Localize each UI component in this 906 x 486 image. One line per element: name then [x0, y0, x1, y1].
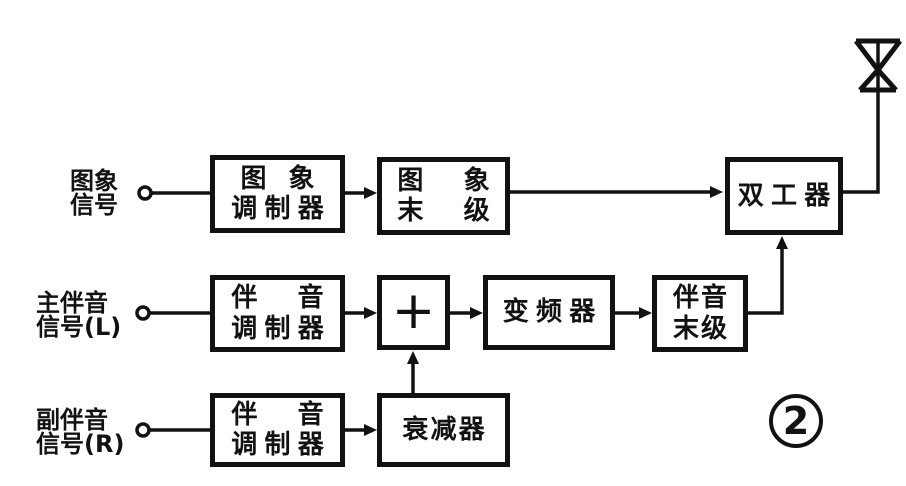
block-image-final-stage: 图象 末级 [377, 157, 510, 235]
block-label: 伴音 [231, 283, 364, 314]
label-line: 副伴音 [36, 406, 108, 434]
block-attenuator: 衰减器 [377, 393, 510, 467]
block-label: 调制器 [231, 194, 332, 224]
figure-number-badge: 2 [769, 394, 823, 448]
arrowhead-up [776, 236, 788, 249]
arrowhead-up [407, 351, 419, 364]
block-label: 调制器 [231, 430, 332, 460]
arrowhead [364, 424, 377, 436]
block-label: 变频器 [502, 297, 603, 328]
figure-number: 2 [782, 399, 810, 443]
block-audio-modulator-main: 伴音 调制器 [210, 275, 345, 352]
block-label: 调制器 [231, 313, 332, 344]
arrowhead [639, 307, 652, 319]
input-terminal-video [137, 185, 153, 201]
input-label-main-audio-signal: 主伴音 信号(L) [36, 291, 121, 339]
label-line: 信号 [70, 191, 118, 219]
arrowhead [364, 187, 377, 199]
wire-audiofinal-to-duplexer [748, 248, 784, 315]
label-line: 图象 [70, 167, 118, 195]
antenna-icon [854, 38, 902, 93]
block-image-modulator: 图象 调制器 [210, 155, 345, 233]
label-line: 主伴音 [36, 289, 108, 317]
block-frequency-converter: 变频器 [483, 275, 615, 350]
block-label: 末级 [397, 196, 530, 226]
block-label: 衰减器 [402, 414, 487, 445]
label-line: 信号(L) [36, 313, 122, 341]
block-label: 伴音 [231, 399, 364, 430]
block-adder: + [377, 275, 450, 350]
plus-symbol: + [391, 280, 436, 341]
arrowhead [470, 307, 483, 319]
arrowhead [710, 186, 723, 198]
arrowhead [364, 307, 377, 319]
block-label: 伴音 [672, 283, 730, 314]
block-label: 图象 [397, 165, 530, 196]
input-terminal-main-audio [135, 305, 151, 321]
block-audio-final-stage: 伴音 末级 [652, 275, 748, 352]
input-label-video-signal: 图象 信号 [70, 169, 118, 217]
input-terminal-sub-audio [135, 422, 151, 438]
block-duplexer: 双工器 [725, 157, 843, 235]
block-label: 图象 [240, 163, 337, 194]
block-label: 双工器 [737, 180, 838, 211]
label-line: 信号(R) [36, 430, 125, 458]
input-label-sub-audio-signal: 副伴音 信号(R) [36, 408, 124, 456]
block-audio-modulator-sub: 伴音 调制器 [210, 393, 345, 467]
block-label: 末级 [672, 313, 730, 344]
